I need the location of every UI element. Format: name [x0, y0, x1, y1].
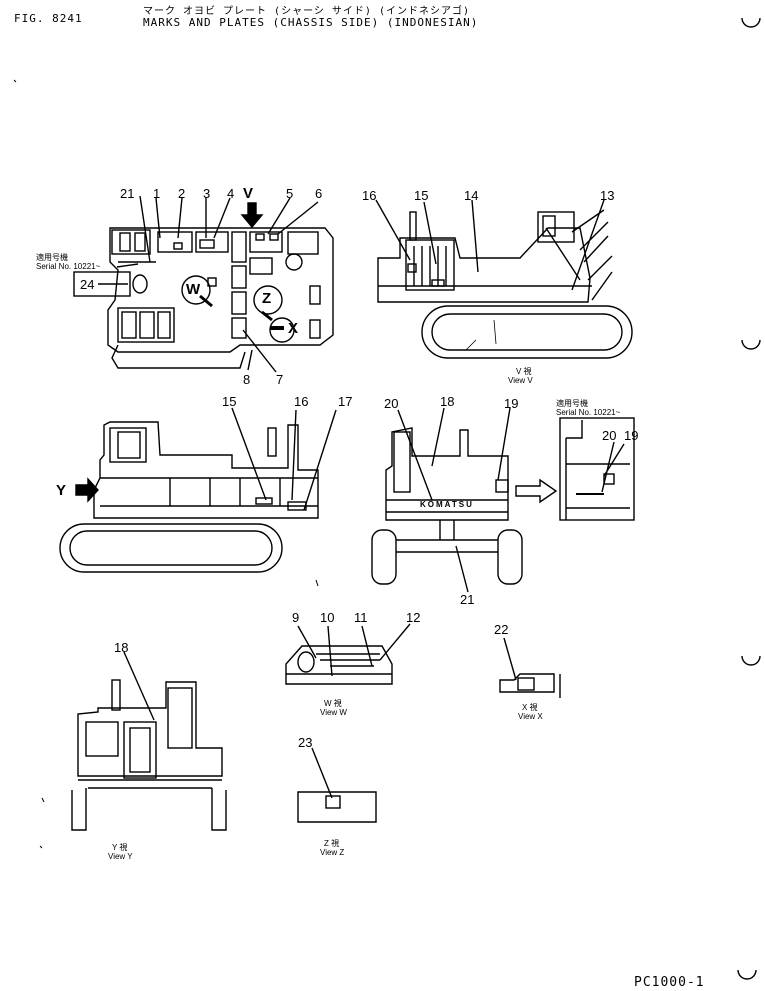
- serial-jp-1: 適用号機: [36, 253, 68, 262]
- page-code: PC1000-1: [634, 975, 705, 990]
- view-y-jp: Y 視: [112, 843, 128, 852]
- binder-hole-1: [741, 17, 761, 28]
- callout-12: 12: [406, 610, 421, 625]
- top-view: [73, 195, 334, 373]
- callout-14: 14: [464, 188, 479, 203]
- callout-22: 22: [494, 622, 509, 637]
- callout-7: 7: [276, 372, 284, 387]
- view-x-drawing: [499, 637, 561, 698]
- callout-23: 23: [298, 735, 313, 750]
- view-w-jp: W 視: [324, 699, 342, 708]
- view-z-en: View Z: [320, 848, 345, 857]
- view-rear-drawing: [371, 407, 523, 593]
- arrow-detail-icon: [515, 478, 558, 504]
- view-y-en: View Y: [108, 852, 133, 861]
- arrow-label-y: Y: [56, 482, 67, 499]
- arrow-label-x: X: [288, 320, 299, 337]
- view-x-jp: X 視: [522, 703, 538, 712]
- view-v-en: View V: [508, 376, 533, 385]
- view-side-drawing: [59, 407, 337, 573]
- view-y-drawing: [71, 651, 227, 831]
- callout-9: 9: [292, 610, 300, 625]
- callout-18b: 18: [114, 640, 129, 655]
- callout-15: 15: [414, 188, 429, 203]
- arrow-label-v: V: [243, 185, 254, 202]
- binder-hole-2: [741, 339, 761, 350]
- callout-17: 17: [338, 394, 353, 409]
- title-japanese: マーク オヨビ プレート (シャーシ サイド) (インドネシアゴ): [143, 6, 470, 17]
- callout-8: 8: [243, 372, 251, 387]
- callout-21: 21: [120, 186, 135, 201]
- view-w-en: View W: [320, 708, 347, 717]
- detail-box: [559, 417, 635, 521]
- serial-label-2: Serial No. 10221~: [556, 408, 621, 417]
- binder-hole-4: [737, 969, 757, 980]
- callout-19: 19: [504, 396, 519, 411]
- callout-15b: 15: [222, 394, 237, 409]
- callout-19-detail: 19: [624, 428, 639, 443]
- view-z-jp: Z 視: [324, 839, 340, 848]
- view-x-en: View X: [518, 712, 543, 721]
- binder-hole-3: [741, 655, 761, 666]
- callout-20: 20: [384, 396, 399, 411]
- callout-5: 5: [286, 186, 294, 201]
- callout-16: 16: [362, 188, 377, 203]
- callout-18: 18: [440, 394, 455, 409]
- arrow-v-icon: [240, 202, 264, 229]
- view-v-jp: V 視: [516, 367, 532, 376]
- callout-11: 11: [354, 610, 368, 625]
- arrow-label-w: W: [186, 281, 201, 298]
- title-english: MARKS AND PLATES (CHASSIS SIDE) (INDONES…: [143, 16, 479, 29]
- callout-4: 4: [227, 186, 235, 201]
- callout-16b: 16: [294, 394, 309, 409]
- callout-3: 3: [203, 186, 211, 201]
- callout-10: 10: [320, 610, 335, 625]
- callout-21b: 21: [460, 592, 475, 607]
- callout-6: 6: [315, 186, 323, 201]
- figure-number: FIG. 8241: [14, 12, 83, 25]
- callout-24: 24: [80, 277, 95, 292]
- callout-20-detail: 20: [602, 428, 617, 443]
- serial-jp-2: 適用号機: [556, 399, 588, 408]
- callout-1: 1: [153, 186, 161, 201]
- brand-mark: KOMATSU: [420, 500, 474, 509]
- view-w-drawing: [285, 623, 411, 685]
- view-z-drawing: [297, 747, 377, 823]
- serial-label-1: Serial No. 10221~: [36, 262, 101, 271]
- view-v-drawing: [375, 199, 633, 359]
- arrow-label-z: Z: [262, 290, 272, 307]
- callout-13: 13: [600, 188, 615, 203]
- arrow-y-icon: [75, 477, 99, 503]
- callout-2: 2: [178, 186, 186, 201]
